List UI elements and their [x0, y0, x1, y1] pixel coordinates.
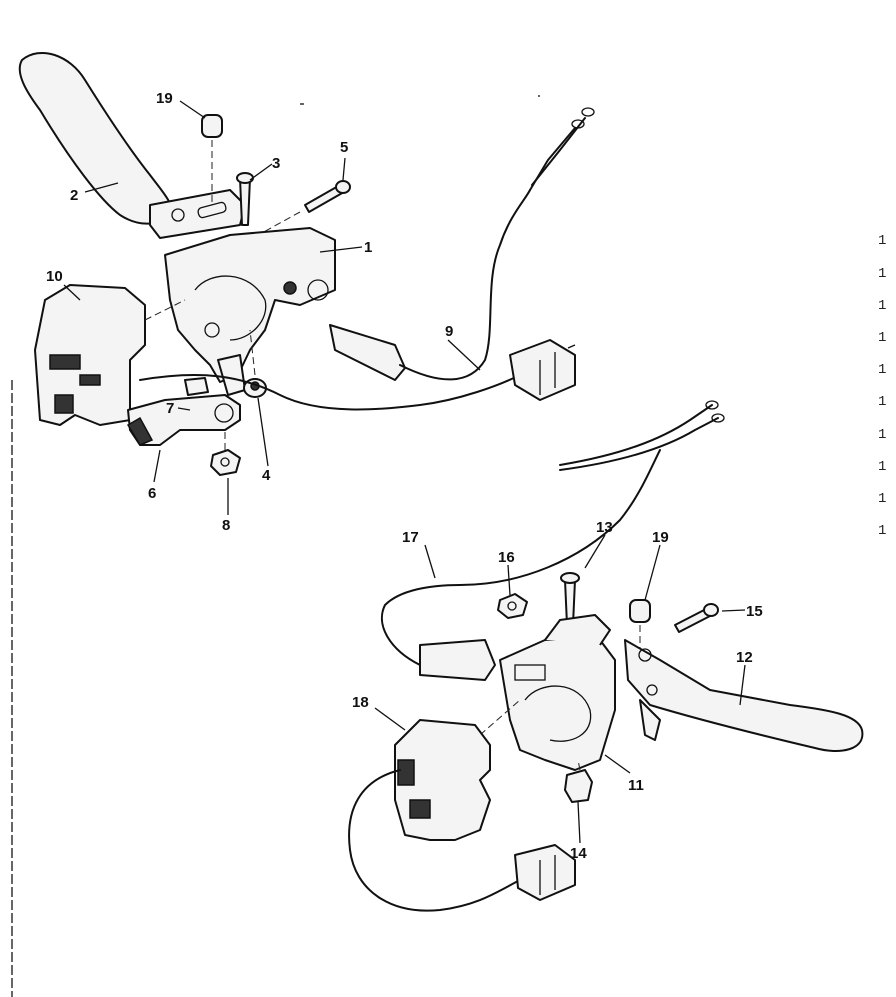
- housing-mount-hole: [307, 279, 329, 301]
- nut-8: [210, 449, 241, 476]
- callout-15: 15: [746, 603, 763, 620]
- legend-fragment: 1: [878, 266, 887, 282]
- screw-15-head: [703, 603, 719, 617]
- callout-3: 3: [272, 155, 280, 172]
- callout-13: 13: [596, 519, 613, 536]
- switch-wire-lower: [348, 769, 521, 912]
- legend-fragment: 1: [878, 362, 887, 378]
- legend-fragment: 1: [878, 298, 887, 314]
- callout-18: 18: [352, 694, 369, 711]
- legend-fragment: 1: [878, 394, 887, 410]
- brake-switch-lower: [419, 639, 496, 681]
- nut-7: [184, 377, 209, 396]
- brake-switch-upper: [329, 324, 406, 381]
- callout-19-upper: 19: [156, 90, 173, 107]
- callout-5: 5: [340, 139, 348, 156]
- brake-lever-lower: [624, 639, 864, 752]
- wire-17-leads: [559, 404, 713, 466]
- lever-pivot-hole-upper: [171, 208, 185, 222]
- callout-7: 7: [166, 400, 174, 417]
- callout-9: 9: [445, 323, 453, 340]
- screw-3-head: [236, 172, 254, 184]
- callout-4: 4: [262, 467, 271, 484]
- legend-fragment: 1: [878, 330, 887, 346]
- connector-upper: [509, 339, 576, 401]
- callout-19-lower: 19: [652, 529, 669, 546]
- callout-11: 11: [628, 777, 644, 794]
- lever-housing-lower: [499, 639, 616, 771]
- cap-19-lower: [629, 599, 651, 623]
- switch-wire-upper: [139, 374, 521, 411]
- callout-1: 1: [364, 239, 372, 256]
- screw-5-head: [335, 180, 351, 194]
- legend-fragment: 1: [878, 491, 887, 507]
- cap-19-upper: [201, 114, 223, 138]
- callout-16: 16: [498, 549, 515, 566]
- callout-14: 14: [570, 845, 587, 862]
- legend-fragment: 1: [878, 459, 887, 475]
- lever-housing-upper: [164, 227, 336, 383]
- callout-2: 2: [70, 187, 78, 204]
- callout-10: 10: [46, 268, 63, 285]
- legend-fragment: 1: [878, 233, 887, 249]
- lever-slot-upper: [197, 201, 227, 219]
- callout-6: 6: [148, 485, 156, 502]
- nut-16: [497, 593, 528, 619]
- callout-12: 12: [736, 649, 753, 666]
- screw-13-head: [560, 572, 580, 584]
- brake-lever-upper: [18, 51, 173, 225]
- callout-8: 8: [222, 517, 230, 534]
- screw-3: [239, 177, 251, 226]
- legend-fragment: 1: [878, 523, 887, 539]
- nut-14: [564, 769, 593, 803]
- connector-lower: [514, 844, 576, 901]
- cable-9: [399, 189, 531, 381]
- cable-17: [380, 449, 661, 666]
- callout-17: 17: [402, 529, 419, 546]
- legend-fragment: 1: [878, 427, 887, 443]
